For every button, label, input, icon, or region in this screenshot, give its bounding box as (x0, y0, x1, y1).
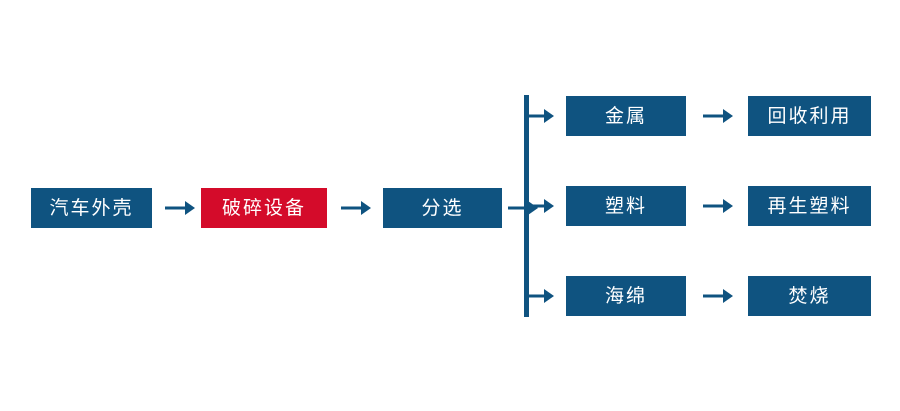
node-shell[interactable]: 汽车外壳 (31, 188, 152, 228)
node-incin[interactable]: 焚烧 (748, 276, 871, 316)
arrow-icon-split-to-plastic (524, 194, 554, 218)
node-sorting[interactable]: 分选 (383, 188, 502, 228)
node-crusher[interactable]: 破碎设备 (201, 188, 327, 228)
arrow-icon-crusher-to-sorting (341, 196, 371, 220)
arrow-icon-plastic-to-regen (703, 194, 733, 218)
arrow-icon-shell-to-crusher (165, 196, 195, 220)
node-regen[interactable]: 再生塑料 (748, 186, 871, 226)
node-sponge[interactable]: 海绵 (566, 276, 686, 316)
node-plastic[interactable]: 塑料 (566, 186, 686, 226)
node-recycle[interactable]: 回收利用 (748, 96, 871, 136)
arrow-icon-split-to-metal (524, 104, 554, 128)
arrow-icon-split-to-sponge (524, 284, 554, 308)
arrow-icon-sponge-to-incin (703, 284, 733, 308)
node-metal[interactable]: 金属 (566, 96, 686, 136)
arrow-icon-metal-to-recycle (703, 104, 733, 128)
